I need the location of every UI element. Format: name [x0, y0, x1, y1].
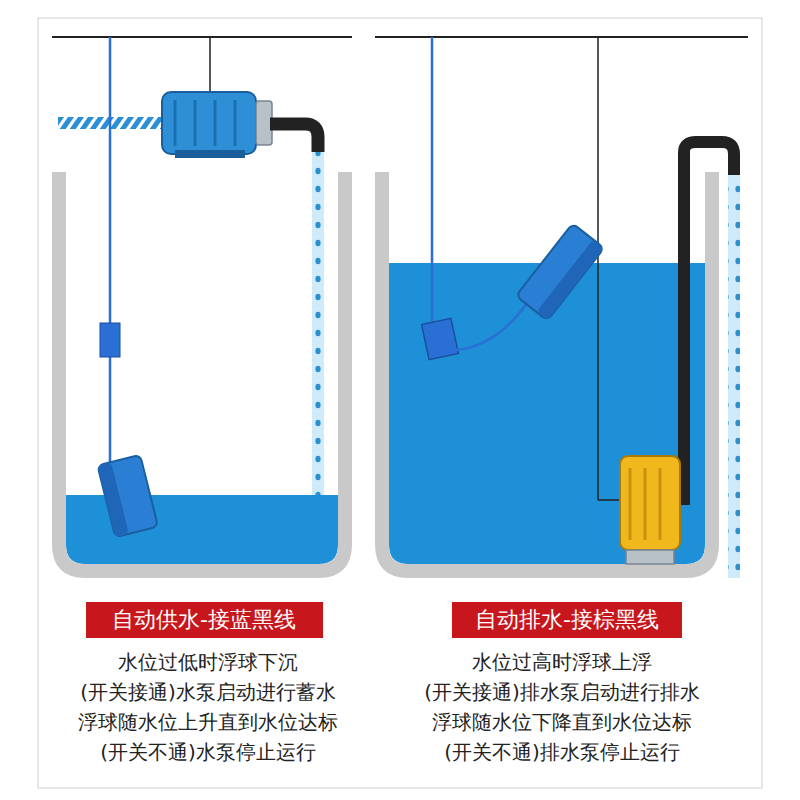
counterweight: [422, 318, 459, 359]
pump-rib: [659, 468, 662, 540]
pump-rib: [214, 100, 217, 146]
description-line: (开关不通)水泵停止运行: [100, 740, 316, 764]
tank-wall: [59, 172, 345, 571]
hanging-wire: [209, 37, 211, 92]
ceiling-line: [52, 36, 352, 38]
pump-rib: [194, 100, 197, 146]
pump-base: [175, 150, 245, 158]
float-body: [516, 223, 604, 320]
counterweight-body: [422, 318, 459, 359]
pump-rib: [629, 468, 632, 540]
description-line: (开关不通)排水泵停止运行: [444, 740, 680, 764]
pump-rib: [644, 468, 647, 540]
pump-body: [162, 92, 256, 154]
hanging-wire: [598, 499, 620, 501]
discharge-pipe: [684, 142, 734, 505]
float-shade: [536, 239, 604, 320]
description-line: 水位过低时浮球下沉: [118, 650, 298, 674]
description-line: 浮球随水位下降直到水位达标: [432, 710, 692, 734]
title-bar: 自动供水-接蓝黑线: [86, 602, 323, 638]
water-stream: [312, 152, 324, 495]
title-bar: 自动排水-接棕黑线: [452, 602, 682, 638]
pump-body: [620, 456, 680, 550]
float-cable: [109, 37, 112, 468]
description-line: (开关接通)水泵启动进行蓄水: [80, 680, 336, 704]
float-switch: [97, 455, 158, 537]
float-cable: [454, 302, 528, 350]
drain-pump: [620, 456, 680, 564]
pump-base: [626, 550, 674, 564]
description-line: 水位过高时浮球上浮: [472, 650, 652, 674]
pump-flange: [256, 101, 272, 145]
water-pump: [162, 92, 272, 158]
description-line: (开关接通)排水泵启动进行排水: [424, 680, 700, 704]
pump-rib: [174, 100, 177, 146]
float-switch: [516, 223, 604, 320]
hanging-wire: [597, 37, 599, 500]
float-body: [97, 455, 158, 537]
pump-rib: [234, 100, 237, 146]
float-shade: [97, 462, 128, 537]
counterweight: [100, 323, 120, 357]
title-text: 自动排水-接棕黑线: [475, 607, 659, 633]
float-cable: [431, 37, 434, 322]
outlet-pipe: [270, 124, 318, 152]
title-text: 自动供水-接蓝黑线: [112, 607, 296, 633]
frame: [38, 18, 762, 788]
description-line: 浮球随水位上升直到水位达标: [78, 710, 338, 734]
water-stream: [728, 175, 740, 578]
